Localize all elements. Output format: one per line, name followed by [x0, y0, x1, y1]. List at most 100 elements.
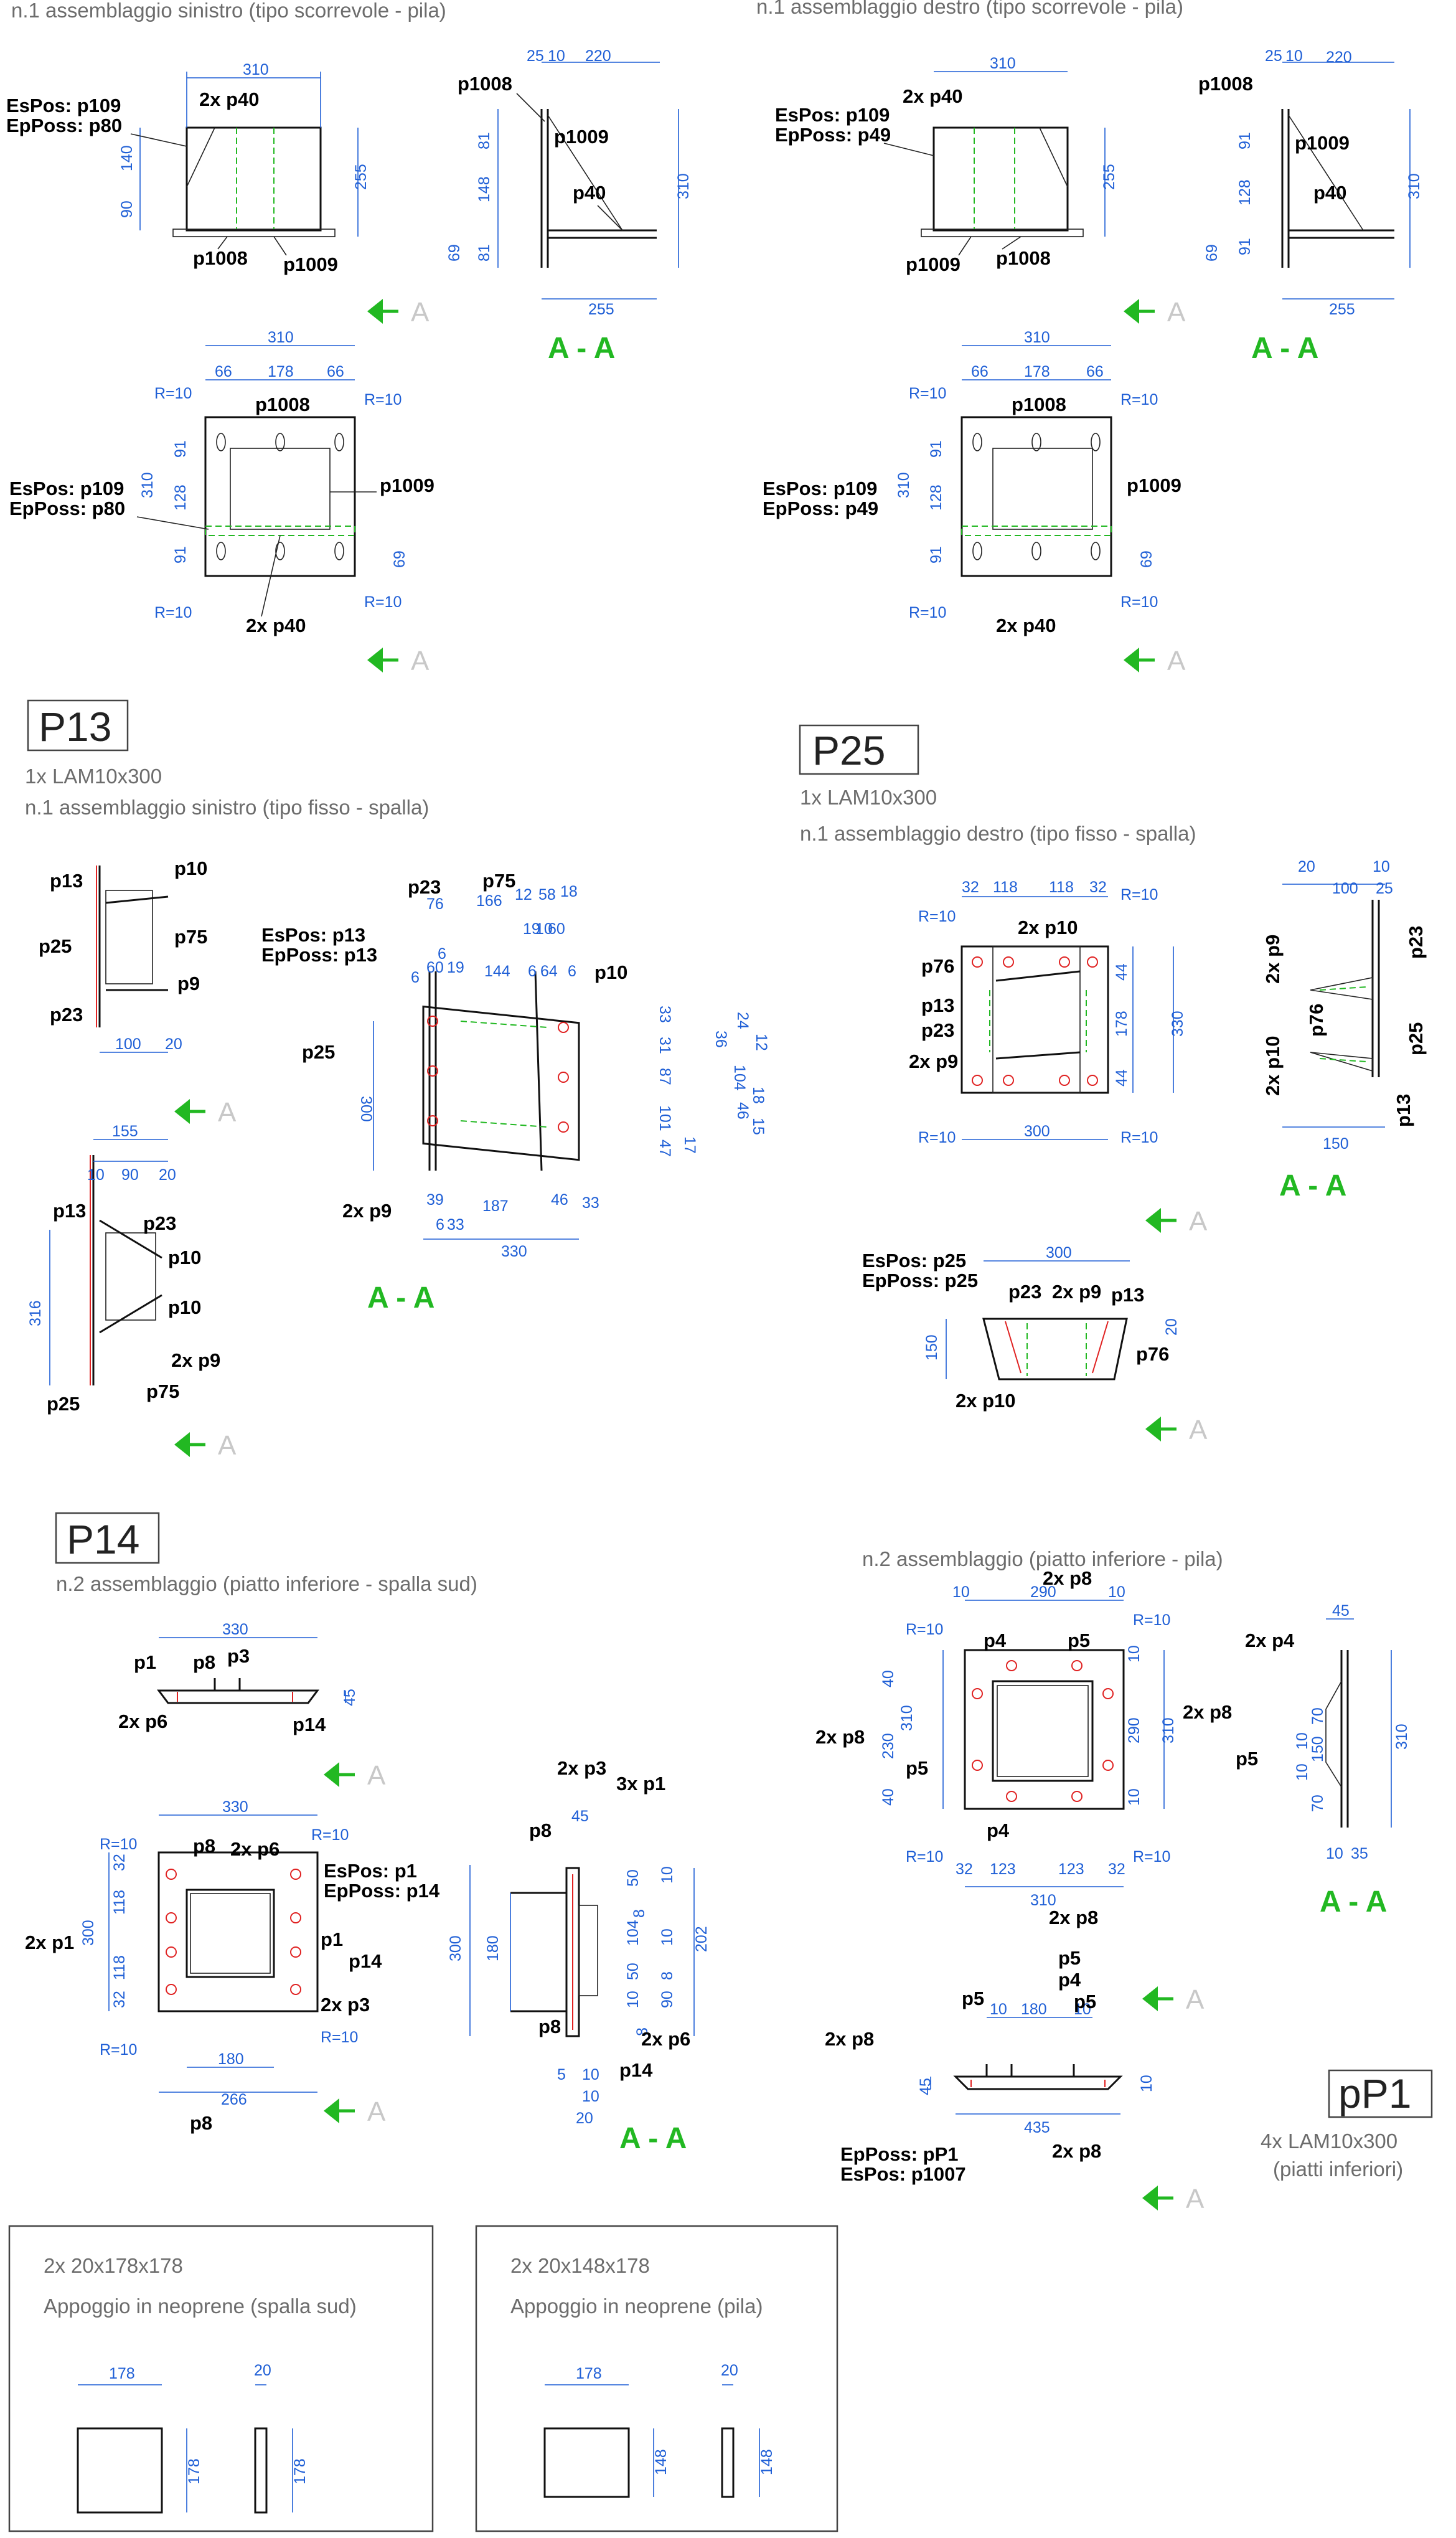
dim-25-p25s: 25: [1376, 880, 1393, 897]
label-p76-p25: p76: [921, 955, 954, 977]
section-marker-a-p14a: A: [324, 1760, 386, 1791]
label-espos-tr-plan: EsPos: p109: [763, 478, 877, 499]
dim-310-tr-side: 310: [1406, 173, 1423, 199]
label-espos-tr: EsPos: p109: [775, 104, 890, 126]
dim-40-pila: 40: [880, 1670, 897, 1687]
label-p5-pila-s: p5: [1236, 1748, 1258, 1770]
label-p23-sec: p23: [408, 876, 441, 898]
label-p76-p25b: p76: [1136, 1343, 1169, 1365]
dim-r10-p25b: R=10: [1120, 886, 1158, 903]
dim-118-p25: 118: [993, 879, 1018, 896]
dim-310-tr: 310: [990, 55, 1016, 72]
label-p8-p14: p8: [193, 1651, 215, 1673]
dim-330-p14: 330: [222, 1621, 248, 1638]
dim-46: 46: [734, 1102, 751, 1120]
dim-178-box-l-v2: 178: [291, 2458, 309, 2484]
label-p13-top: p13: [50, 870, 83, 892]
label-p14-p14: p14: [293, 1714, 326, 1735]
dim-70-pila: 70: [1309, 1707, 1327, 1725]
title-p13: P13: [39, 704, 111, 750]
dim-100-p25s: 100: [1332, 880, 1358, 897]
label-p10-sec: p10: [594, 961, 627, 983]
label-epposs-plan: EpPoss: p80: [9, 498, 125, 519]
dim-300-p14: 300: [80, 1920, 97, 1946]
dim-58: 58: [538, 886, 556, 903]
label-p1008-side: p1008: [458, 73, 512, 95]
dim-150-pila: 150: [1309, 1736, 1327, 1762]
box-right-qty: 2x 20x148x178: [510, 2254, 650, 2277]
dim-r10-b: R=10: [364, 391, 402, 408]
dim-r10-c: R=10: [154, 604, 192, 621]
dim-180-p14sec: 180: [484, 1935, 502, 1961]
label-2x-p4-pila: 2x p4: [1245, 1630, 1295, 1651]
label-epposs-tr-plan: EpPoss: p49: [763, 498, 878, 519]
dim-19b: 19: [447, 959, 464, 976]
label-p1008-tr-plan: p1008: [1012, 394, 1066, 415]
dim-10-pila-s3: 10: [1326, 1845, 1343, 1862]
dim-8-p14sec-b: 8: [659, 1971, 676, 1980]
dim-255-side: 255: [588, 301, 614, 318]
dim-90: 90: [118, 200, 136, 218]
dim-6d: 6: [411, 969, 420, 986]
label-p5-pilab-r: p5: [1074, 1991, 1096, 2012]
dim-128-tr-plan: 128: [928, 484, 945, 511]
dim-r10-tr-b: R=10: [1120, 391, 1158, 408]
title-box-p13: [27, 699, 129, 752]
dim-20-p13s: 20: [159, 1166, 176, 1184]
dim-155: 155: [112, 1123, 138, 1140]
label-p23-side: p23: [143, 1212, 176, 1234]
section-marker-a-p13b: A: [174, 1430, 237, 1461]
label-p4-pila-b: p4: [987, 1819, 1010, 1841]
section-label-aa-tr: A - A: [1251, 332, 1318, 365]
title-p14: P14: [67, 1516, 139, 1562]
dim-20-p13: 20: [165, 1035, 182, 1053]
dim-47: 47: [656, 1139, 674, 1157]
header-top-left: n.1 assemblaggio sinistro (tipo scorrevo…: [11, 0, 446, 22]
dim-50-p14sec: 50: [624, 1869, 642, 1887]
dim-290-pila-v: 290: [1125, 1717, 1143, 1743]
dim-31: 31: [656, 1037, 674, 1054]
dim-20-p25s: 20: [1298, 858, 1315, 875]
dim-290-pila: 290: [1030, 1583, 1056, 1601]
p14-desc: n.2 assemblaggio (piatto inferiore - spa…: [56, 1572, 477, 1595]
dim-10-p14sec-c: 10: [624, 1991, 642, 2008]
pila-bottom-view: 10 180 10 45 10 435 p5 p4 p5 p5 2x p8 2x…: [825, 1947, 1155, 2185]
label-p8-p14plan: p8: [193, 1835, 215, 1857]
label-2x-p3-p14plan: 2x p3: [321, 1994, 370, 2016]
dim-35-pila: 35: [1351, 1845, 1368, 1862]
p13-desc: n.1 assemblaggio sinistro (tipo fisso - …: [25, 796, 429, 819]
label-p1009-tr-plan: p1009: [1127, 474, 1181, 496]
dim-10-p14sec-d: 10: [582, 2066, 599, 2083]
label-2x-p8-pila-l: 2x p8: [815, 1726, 865, 1748]
dim-300-p25: 300: [1024, 1123, 1050, 1140]
dim-32-p14b: 32: [111, 1991, 128, 2008]
dim-r10-pila-c: R=10: [906, 1848, 943, 1866]
label-p1-p14plan: p1: [321, 1928, 343, 1950]
label-p13-p25: p13: [921, 994, 954, 1016]
label-2x-p10-p25: 2x p10: [1018, 917, 1078, 938]
dim-91: 91: [172, 440, 189, 458]
section-marker-a-tr2: A: [1124, 646, 1186, 676]
dim-10-p13sec: 10: [535, 920, 553, 938]
dim-123-pila-b: 123: [1058, 1861, 1084, 1878]
dim-10-pilab: 10: [990, 2001, 1007, 2018]
section-label-aa-p14: A - A: [619, 2122, 687, 2155]
label-p1008-plan: p1008: [255, 394, 310, 415]
label-p5-pilab: p5: [1058, 1947, 1081, 1969]
label-p1009-plan: p1009: [380, 474, 434, 496]
dim-118-p14: 118: [111, 1890, 128, 1915]
dim-10-pila: 10: [952, 1583, 970, 1601]
dim-166: 166: [476, 892, 502, 910]
dim-255-tr: 255: [1101, 164, 1118, 190]
p13-section-view: 76 166 12 58 18 19 10 60 6 60 19 144 6 6…: [261, 870, 770, 1314]
dim-10-pila-s: 10: [1294, 1732, 1311, 1750]
dim-104: 104: [731, 1065, 748, 1091]
label-p40-tr-side: p40: [1313, 182, 1346, 204]
dim-104-p14sec: 104: [624, 1920, 642, 1946]
dim-180-pilab: 180: [1021, 2001, 1047, 2018]
label-espos-p25: EsPos: p25: [862, 1250, 966, 1271]
dim-r10-tr-d: R=10: [1120, 593, 1158, 611]
dim-44-p25b: 44: [1113, 1069, 1130, 1087]
dim-r10-p25a: R=10: [918, 908, 956, 925]
dim-r10-p14d: R=10: [321, 2029, 358, 2046]
